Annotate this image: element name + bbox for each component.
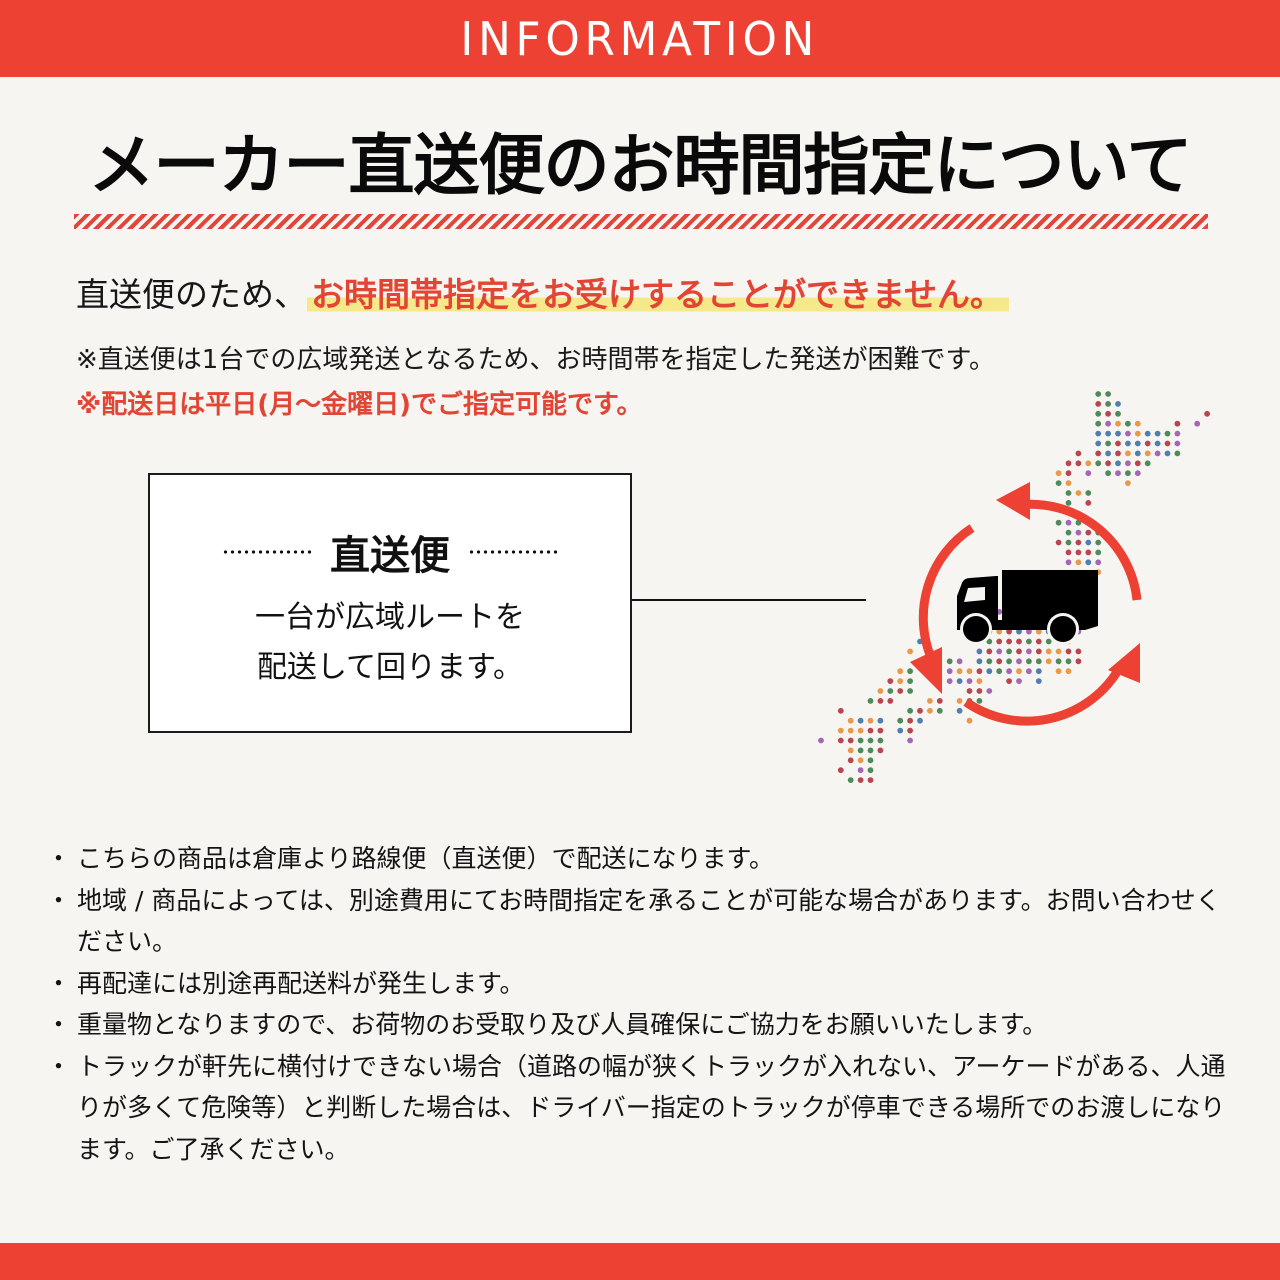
dotted-rule-right — [468, 550, 558, 554]
note-difficulty: ※直送便は1台での広域発送となるため、お時間帯を指定した発送が困難です。 — [76, 345, 995, 375]
japan-dot-map — [818, 391, 1210, 783]
list-item: 地域 / 商品によっては、別途費用にてお時間指定を承ることが可能な場合があります… — [46, 880, 1240, 963]
box-line: 配送して回ります。 — [256, 650, 524, 685]
arrow-heads — [910, 482, 1140, 694]
direct-delivery-box: 直送便 一台が広域ルートを 配送して回ります。 — [148, 473, 632, 733]
lead-prefix: 直送便のため、 — [76, 275, 307, 314]
lead-highlight: お時間帯指定をお受けすることができません。 — [307, 275, 1010, 314]
page-title: メーカー直送便のお時間指定について — [88, 127, 1192, 204]
connector-line — [632, 599, 866, 601]
header-title: INFORMATION — [460, 11, 820, 66]
cycle-arrows-icon — [918, 499, 1142, 726]
header-bar: INFORMATION — [0, 0, 1280, 77]
dotted-rule-left — [222, 550, 312, 554]
lead-text: 直送便のため、お時間帯指定をお受けすることができません。 — [76, 268, 1010, 316]
list-item: トラックが軒先に横付けできない場合（道路の幅が狭くトラックが入れない、アーケード… — [46, 1046, 1240, 1171]
list-item: こちらの商品は倉庫より路線便（直送便）で配送になります。 — [46, 838, 1240, 880]
footer-bar — [0, 1243, 1280, 1280]
list-item: 再配達には別途再配送料が発生します。 — [46, 963, 1240, 1005]
notice-list: こちらの商品は倉庫より路線便（直送便）で配送になります。 地域 / 商品によって… — [46, 838, 1240, 1171]
striped-divider — [74, 214, 1208, 229]
box-title: 直送便 — [330, 533, 450, 579]
note-weekday: ※配送日は平日(月～金曜日)でご指定可能です。 — [76, 390, 643, 420]
list-item: 重量物となりますので、お荷物のお受取り及び人員確保にご協力をお願いいたします。 — [46, 1004, 1240, 1046]
truck-icon — [957, 570, 1098, 645]
box-heading: 直送便 — [150, 523, 630, 581]
box-line: 一台が広域ルートを — [255, 600, 525, 635]
box-description: 一台が広域ルートを 配送して回ります。 — [150, 593, 630, 693]
